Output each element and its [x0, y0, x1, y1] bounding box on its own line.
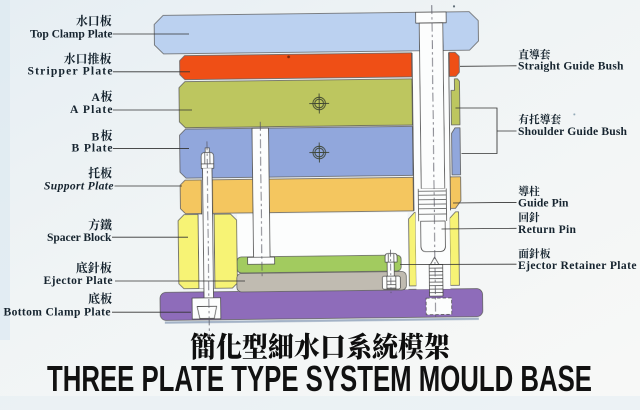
svg-text:Ejector Retainer Plate: Ejector Retainer Plate [518, 259, 637, 272]
svg-text:Stripper Plate: Stripper Plate [28, 65, 113, 78]
svg-text:THREE PLATE TYPE SYSTEM MOULD: THREE PLATE TYPE SYSTEM MOULD BASE [47, 358, 592, 399]
svg-text:Bottom Clamp Plate: Bottom Clamp Plate [4, 305, 111, 318]
svg-text:B Plate: B Plate [72, 141, 113, 154]
svg-text:Ejector Plate: Ejector Plate [44, 274, 113, 287]
svg-text:A: A [92, 91, 101, 104]
svg-text:A Plate: A Plate [70, 103, 113, 116]
svg-text:Support Plate: Support Plate [44, 179, 114, 192]
svg-text:Shoulder Guide Bush: Shoulder Guide Bush [518, 125, 628, 138]
svg-text:B: B [92, 130, 100, 143]
svg-text:Spacer Block: Spacer Block [47, 231, 112, 244]
svg-text:Top Clamp Plate: Top Clamp Plate [30, 27, 113, 40]
svg-text:Return Pin: Return Pin [518, 223, 577, 236]
svg-text:Guide Pin: Guide Pin [518, 196, 569, 209]
svg-text:Straight Guide Bush: Straight Guide Bush [518, 60, 624, 73]
